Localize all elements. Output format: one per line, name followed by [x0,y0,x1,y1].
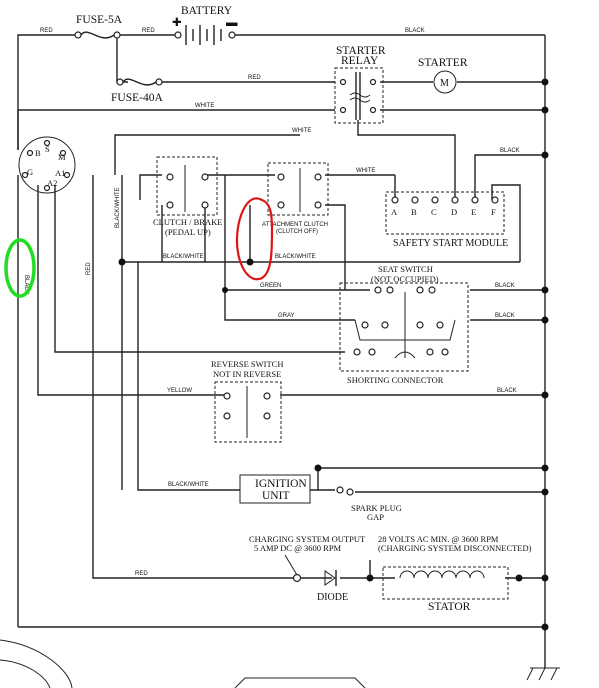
shorting-label: SHORTING CONNECTOR [347,375,444,385]
module-terminal-d: D [451,207,457,217]
seat-label-2: (NOT OCCUPIED) [371,274,439,284]
fuse-5a-label: FUSE-5A [76,14,123,26]
wire-label-bw-4: BLACK/WHITE [115,187,121,228]
seat-label-1: SEAT SWITCH [378,264,433,274]
battery-label: BATTERY [181,5,233,17]
key-terminal-a1: A1 [55,168,65,178]
wire-label-black-yellow: BLACK [497,388,517,394]
wire-label-black-left: BLACK [23,275,29,295]
wire-label-white-1: WHITE [195,103,214,109]
reverse-switch: REVERSE SWITCH NOT IN REVERSE [211,359,284,443]
wire-label-black-top: BLACK [405,28,425,34]
key-terminal-s: S [45,144,50,154]
ignition-label-1: IGNITION [255,478,307,490]
clutch-label-2: (PEDAL UP) [165,227,211,237]
wire-label-gray: GRAY [278,313,295,319]
starter-relay: STARTER RELAY [334,45,386,124]
wire-label-red-3: RED [248,75,261,81]
stator-label: STATOR [428,601,471,613]
wire-label-white-2: WHITE [292,128,311,134]
attach-label-2: (CLUTCH OFF) [276,229,318,235]
ignition-unit: IGNITION UNIT SPARK PLUG GAP [239,474,402,522]
module-terminal-f: F [491,207,496,217]
fuse-40a: FUSE-40A [111,78,163,104]
wire-label-bw-3: BLACK/WHITE [168,482,209,488]
annotations [4,197,274,298]
battery-plus-icon: ✚ [172,17,182,29]
charging-label-1: CHARGING SYSTEM OUTPUT [249,534,366,544]
reverse-label-2: NOT IN REVERSE [213,369,281,379]
diode-label: DIODE [317,592,348,603]
attach-label-1: ATTACHMENT CLUTCH [262,222,328,228]
charging-system: CHARGING SYSTEM OUTPUT 5 AMP DC @ 3600 R… [249,534,366,603]
spark-label-2: GAP [367,512,384,522]
safety-module-label: SAFETY START MODULE [393,238,508,249]
wire-label-bw-1: BLACK/WHITE [163,254,204,260]
module-terminal-c: C [431,207,437,217]
fuse-40a-label: FUSE-40A [111,92,163,104]
battery: BATTERY ✚ ▬ [172,5,238,45]
bottom-partial-shapes [0,639,366,688]
clutch-label-1: CLUTCH / BRAKE [153,217,222,227]
charging-label-2: 5 AMP DC @ 3600 RPM [254,543,342,553]
wire-label-black-module: BLACK [500,148,520,154]
wire-label-white-3: WHITE [356,168,375,174]
ignition-key-switch: B S M G A1 A2 [18,136,76,194]
module-terminal-b: B [411,207,417,217]
stator-note-2: (CHARGING SYSTEM DISCONNECTED) [378,543,532,553]
battery-minus-icon: ▬ [226,17,238,29]
wire-label-yellow: YELLOW [167,388,192,394]
module-terminal-a: A [391,207,398,217]
wire-label-red-2: RED [142,28,155,34]
ignition-label-2: UNIT [262,490,289,502]
wire-label-green: GREEN [260,283,281,289]
wire-label-red-4: RED [86,262,92,275]
stator: 28 VOLTS AC MIN. @ 3600 RPM (CHARGING SY… [378,534,532,613]
key-terminal-b: B [35,148,41,158]
clutch-brake-switch: CLUTCH / BRAKE (PEDAL UP) [153,156,222,237]
starter-relay-label-2: RELAY [341,55,379,67]
starter-label: STARTER [418,57,468,69]
attachment-clutch-switch: ATTACHMENT CLUTCH (CLUTCH OFF) [262,162,329,235]
red-annotation-circle [235,197,274,281]
wire-label-black-seat1: BLACK [495,283,515,289]
wire-label-red-1: RED [40,28,53,34]
module-terminal-e: E [471,207,476,217]
seat-switch: SEAT SWITCH (NOT OCCUPIED) SHORTING CONN… [339,264,469,385]
wire-labels: RED RED BLACK RED WHITE WHITE WHITE BLAC… [23,28,520,577]
wire-label-black-seat2: BLACK [495,313,515,319]
key-terminal-g: G [27,167,33,177]
wire-lines [17,34,560,681]
stator-note-1: 28 VOLTS AC MIN. @ 3600 RPM [378,534,499,544]
starter-relay-label-1: STARTER [336,45,386,57]
starter-motor: M STARTER [418,57,468,94]
key-terminal-m: M [58,152,66,162]
wire-label-red-5: RED [135,571,148,577]
motor-symbol: M [440,78,449,89]
spark-label-1: SPARK PLUG [351,503,402,513]
green-annotation-circle [4,238,36,298]
junction-dots [118,78,549,631]
reverse-label-1: REVERSE SWITCH [211,359,284,369]
wire-label-bw-2: BLACK/WHITE [275,254,316,260]
safety-start-module: A B C D E F SAFETY START MODULE [385,191,508,249]
key-terminal-a2: A2 [47,178,57,188]
fuse-5a: FUSE-5A [74,14,123,39]
